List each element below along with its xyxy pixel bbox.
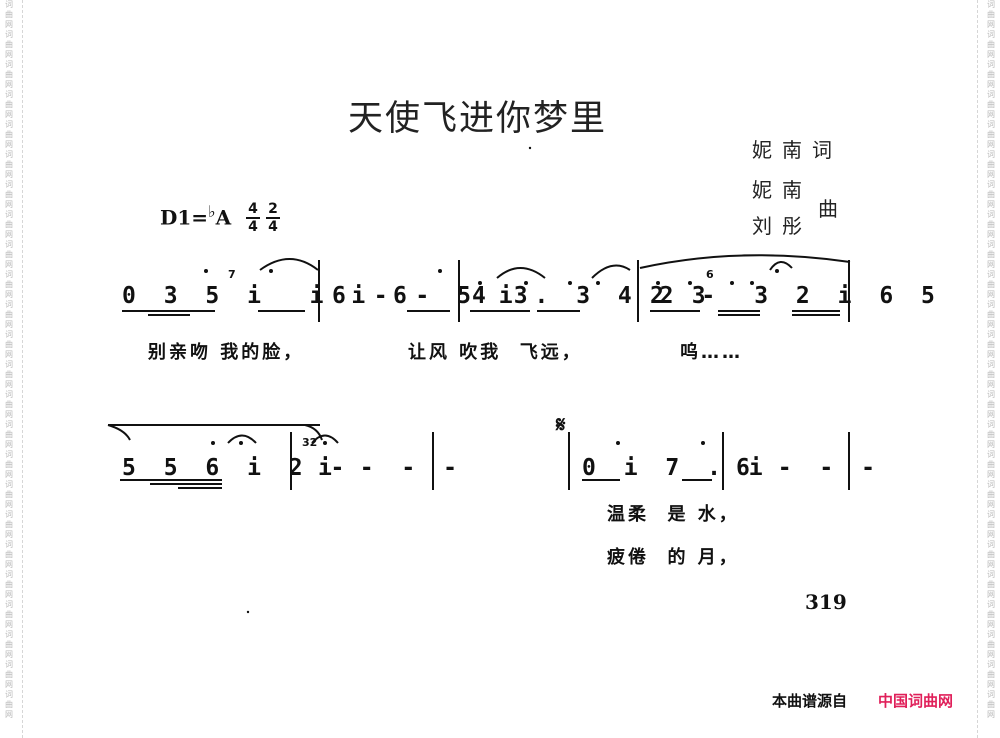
line1-lyrics-b: 让风 吹我 飞远， xyxy=(408,342,583,363)
line2-lyrics-a: 温柔 是 水， xyxy=(607,504,740,525)
segno-icon: 𝄋 xyxy=(556,412,566,438)
barline xyxy=(722,432,724,490)
line2-lyrics-b: 疲倦 的 月， xyxy=(607,547,740,568)
line2-measure-1: 5 5 6 i 2 - xyxy=(122,455,352,481)
barline xyxy=(848,432,850,490)
line2-measure-3: 0 i 7 . i xyxy=(582,455,770,481)
barline xyxy=(318,260,320,322)
time-sig-b-top: 2 xyxy=(268,201,278,217)
time-sig-a: 4 4 xyxy=(246,202,260,234)
barline xyxy=(458,260,460,322)
line1-measure-2: 6 - - 5 i xyxy=(332,283,520,309)
composer-suffix: 曲 xyxy=(818,197,848,221)
barline xyxy=(848,260,850,322)
time-sig-b-line xyxy=(266,217,280,219)
site-link[interactable]: 中国词曲网 xyxy=(878,692,954,710)
composer-1: 妮南 xyxy=(752,178,812,202)
line2-measure-2: i - - - xyxy=(318,455,464,481)
barline xyxy=(432,432,434,490)
line1-measure-4: 2 3 3 2 i 6 5 xyxy=(650,283,942,309)
lyricist-credit: 妮南词 xyxy=(752,138,842,162)
time-sig-a-top: 4 xyxy=(248,201,258,217)
page-number: 319 xyxy=(805,590,847,614)
time-sig-a-bottom: 4 xyxy=(248,219,258,235)
watermark-right: 词曲网词曲网词曲网词曲网词曲网词曲网词曲网词曲网词曲网词曲网词曲网词曲网词曲网词… xyxy=(977,0,998,738)
song-title: 天使飞进你梦里 xyxy=(348,99,608,139)
line1-lyrics-a: 别亲吻 我的脸， xyxy=(148,342,305,363)
line1-lyrics-c: 呜…… xyxy=(680,342,743,363)
line2-grace: 32 xyxy=(302,436,318,449)
line1-grace-2: 6 xyxy=(706,268,714,281)
flat-icon: ♭ xyxy=(208,202,216,221)
barline xyxy=(637,260,639,322)
time-sig-a-line xyxy=(246,217,260,219)
watermark-left: 词曲网词曲网词曲网词曲网词曲网词曲网词曲网词曲网词曲网词曲网词曲网词曲网词曲网词… xyxy=(2,0,23,738)
key-signature: D1=♭A xyxy=(160,202,231,230)
line1-measure-3: 4 3. 3 4 2 - xyxy=(472,283,723,309)
barline xyxy=(568,432,570,490)
barline xyxy=(290,432,292,490)
time-sig-b-bottom: 4 xyxy=(268,219,278,235)
key-label: D1= xyxy=(160,205,209,230)
line1-grace-1: 7 xyxy=(228,268,236,281)
line1-measure-1: 0 3 5 i i i 6 xyxy=(122,283,414,309)
key-value: A xyxy=(215,205,232,230)
line2-measure-4: 6 - - - xyxy=(736,455,882,481)
source-label: 本曲谱源自 xyxy=(772,692,848,710)
composer-2: 刘彤 xyxy=(752,214,812,238)
time-sig-b: 2 4 xyxy=(266,202,280,234)
